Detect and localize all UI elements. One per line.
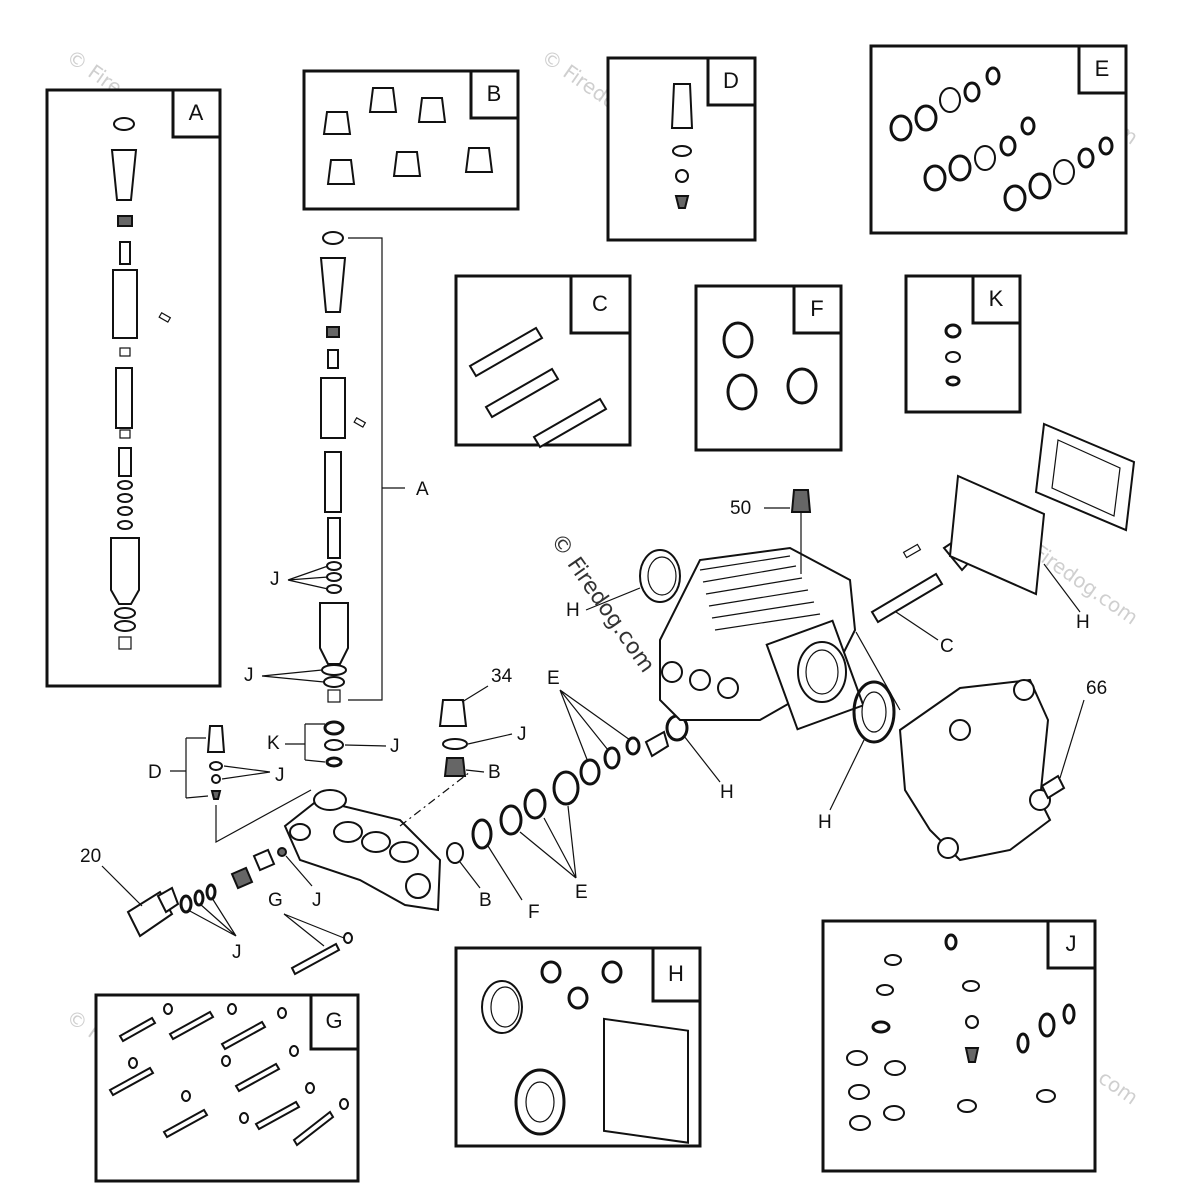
- crankcase[interactable]: [659, 546, 865, 731]
- manifold-head[interactable]: [283, 789, 442, 912]
- callout-b: B: [479, 890, 492, 911]
- kit-box-h-label: H: [668, 961, 684, 986]
- callout-g: G: [268, 890, 283, 911]
- kit-box-d[interactable]: D: [606, 56, 757, 242]
- kit-box-e[interactable]: E: [869, 44, 1128, 235]
- callout-66: 66: [1086, 678, 1107, 699]
- callout-b: B: [488, 762, 501, 783]
- unloader-stack[interactable]: [319, 231, 367, 768]
- kit-box-c[interactable]: C: [454, 274, 632, 449]
- callout-j: J: [270, 569, 280, 590]
- callout-j: J: [232, 942, 242, 963]
- callout-34: 34: [491, 666, 513, 687]
- callout-e: E: [547, 668, 560, 689]
- kit-box-g-label: G: [325, 1008, 342, 1033]
- kit-box-j-label: J: [1066, 931, 1077, 956]
- kit-box-a[interactable]: A: [45, 88, 222, 688]
- callout-e: E: [575, 882, 588, 903]
- kit-box-e-label: E: [1095, 56, 1110, 81]
- callout-j: J: [517, 724, 527, 745]
- kit-box-b-label: B: [487, 81, 502, 106]
- kit-box-h[interactable]: H: [454, 946, 702, 1148]
- watermark-main: © Firedog.com: [545, 529, 659, 677]
- kit-box-d-label: D: [723, 68, 739, 93]
- callout-h: H: [720, 782, 734, 803]
- kit-box-k-label: K: [989, 286, 1004, 311]
- kit-box-c-label: C: [592, 291, 608, 316]
- callout-j: J: [275, 765, 285, 786]
- callout-c: C: [940, 636, 954, 657]
- kit-box-f-label: F: [810, 296, 823, 321]
- callout-a: A: [416, 479, 429, 500]
- kit-box-b[interactable]: B: [302, 69, 520, 211]
- kit-box-g[interactable]: G: [94, 993, 360, 1183]
- callout-d: D: [148, 762, 162, 783]
- kit-box-k[interactable]: K: [904, 274, 1022, 414]
- kit-box-j[interactable]: J: [821, 919, 1097, 1173]
- mounting-flange[interactable]: [898, 678, 1052, 862]
- callout-f: F: [528, 902, 540, 923]
- callout-j: J: [312, 890, 322, 911]
- kit-box-a-label: A: [189, 100, 204, 125]
- callout-50: 50: [730, 498, 751, 519]
- callout-j: J: [244, 665, 254, 686]
- callout-j: J: [390, 736, 400, 757]
- exploded-assembly: A J J K J D J 20: [80, 231, 1136, 976]
- callout-h: H: [566, 600, 580, 621]
- callout-k: K: [267, 733, 280, 754]
- callout-h: H: [1076, 612, 1090, 633]
- callout-h: H: [818, 812, 832, 833]
- kit-box-f[interactable]: F: [694, 284, 843, 452]
- callout-20: 20: [80, 846, 101, 867]
